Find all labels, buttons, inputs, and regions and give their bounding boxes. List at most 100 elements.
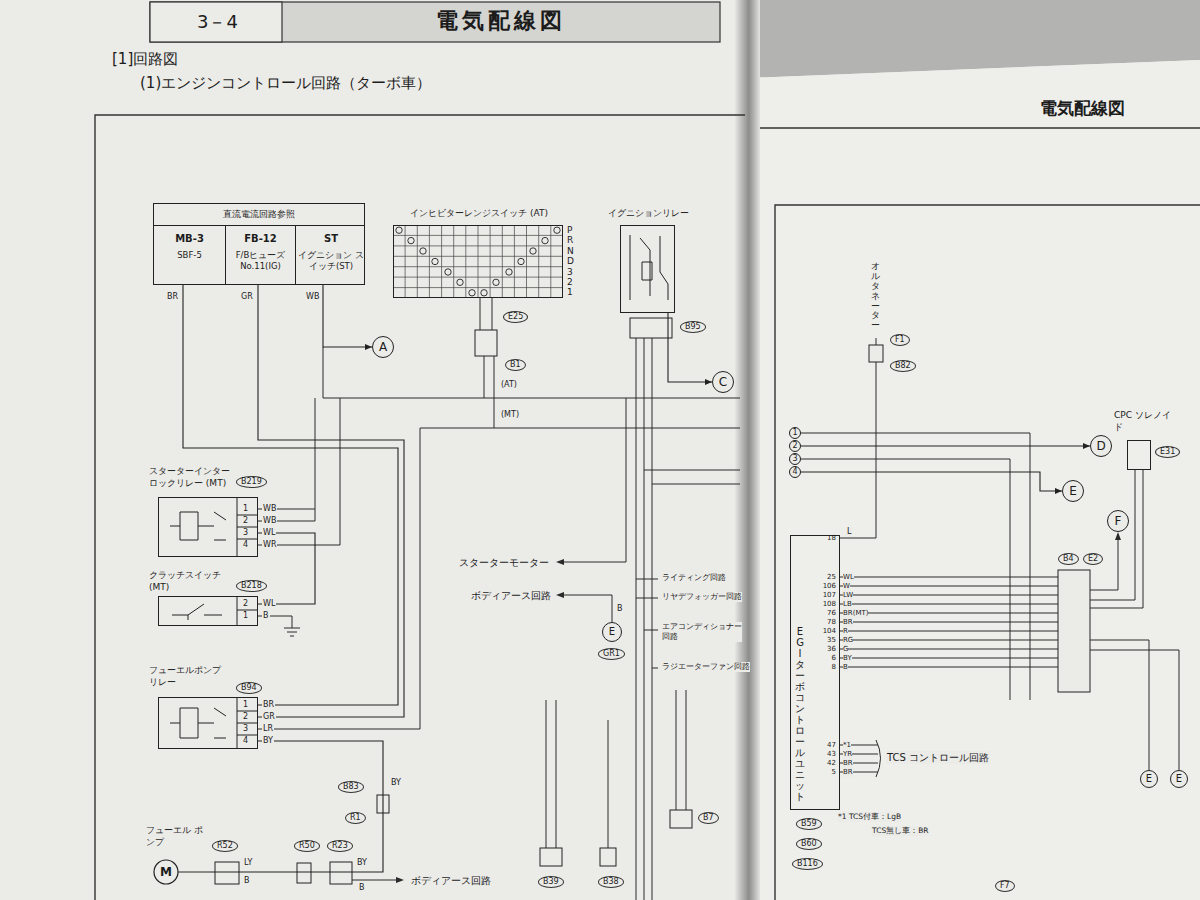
node-text: M (154, 860, 178, 884)
connector-symbol (630, 318, 672, 338)
wire-connector (258, 284, 404, 717)
node-text: A (373, 337, 393, 357)
wire-connector (668, 313, 712, 385)
connector-id: B4 (1058, 553, 1079, 565)
pin-number: 4 (243, 540, 248, 550)
page-title: 電気配線図 (371, 7, 631, 35)
wire-color: BR(MT) (843, 609, 868, 618)
circuit-label: リヤデフォッガー回路 (662, 592, 742, 602)
node-text: フューエルポンプ リレー (149, 664, 229, 688)
node-text: 2 (790, 441, 800, 451)
fuel-pump-symbol: フューエル ポンプM (150, 858, 210, 886)
connector-id: B7 (698, 812, 719, 824)
wire-color: B (843, 663, 848, 672)
wire-path (323, 284, 372, 347)
connector-symbol (869, 345, 883, 362)
wire-color: LR (262, 724, 274, 734)
pin-number: 43 (814, 750, 836, 759)
wire-color: WB (262, 516, 277, 526)
node-text: クラッチスイッチ (MT) (149, 569, 233, 593)
pin-number: 42 (814, 759, 836, 768)
wire-color: WB (305, 292, 320, 302)
range-position: 1 (567, 287, 573, 297)
connector-symbol (330, 862, 352, 884)
contact-dot (408, 237, 414, 243)
contact-dot (493, 279, 499, 285)
wire-color: *1 (843, 741, 851, 750)
connector-id: B94 (236, 682, 262, 694)
connector-symbol (215, 862, 239, 884)
circled-number: 3 (789, 453, 801, 465)
connector-id: B218 (236, 580, 267, 592)
wire-color: BY (390, 778, 402, 788)
circled-number: 1 (789, 427, 801, 439)
pin-number: 104 (814, 627, 836, 636)
wire-color: YR (843, 750, 852, 759)
pin-number: 3 (243, 528, 248, 538)
connector-marker: E (1062, 480, 1084, 502)
wire-color: BY (356, 858, 368, 868)
wire-color: GR (240, 292, 254, 302)
wire-color: B (616, 604, 624, 614)
wire-color: BR (843, 759, 853, 768)
node-text: C (713, 372, 733, 392)
connector-id: B82 (890, 360, 916, 372)
pin-number: 47 (814, 741, 836, 750)
section-heading: [1]回路図 (112, 50, 178, 69)
wire-color: WB (262, 504, 277, 514)
component-label: オルタネーター (871, 262, 880, 331)
wire-path (210, 741, 383, 872)
connector-id: R1 (345, 812, 366, 824)
wires (178, 298, 1179, 900)
node-text: MB-3 (154, 232, 225, 246)
wire-connector (258, 533, 315, 604)
reference-cell: STイグニション スイッチ(ST) (296, 226, 366, 284)
wire-connector (183, 284, 398, 705)
wire-connector (801, 472, 1062, 494)
wire-path (801, 472, 1062, 491)
circuit-label: ラジエーターファン回路 (662, 662, 750, 672)
arrowhead (1083, 443, 1090, 449)
connector-symbol (297, 863, 311, 883)
node-text: 4 (790, 467, 800, 477)
right-page (748, 60, 1200, 900)
contact-dot (518, 258, 524, 264)
circuit-label: スターターモーター (458, 556, 550, 569)
circuit-label: ボディアース回路 (470, 589, 552, 602)
page-heading: 電気配線図 (1040, 98, 1125, 119)
inhibitor-contacts (396, 227, 560, 296)
connector-symbol (540, 848, 562, 866)
connector-marker: A (372, 336, 394, 358)
arrowhead (396, 877, 404, 883)
wire-color: LW (843, 591, 853, 600)
connector-id: B39 (538, 876, 564, 888)
connector-id: E31 (1155, 446, 1180, 458)
node-text: インヒビターレンジスイッチ (AT) (364, 207, 594, 219)
connector-id: R52 (212, 840, 238, 852)
arrowhead (705, 379, 712, 385)
circled-number: 4 (789, 466, 801, 478)
wire-color: BY (843, 654, 852, 663)
wire-color: B (358, 883, 366, 893)
pin-number: 4 (243, 736, 248, 746)
contact-dot (542, 237, 548, 243)
wire-color: B (243, 876, 251, 886)
wire-color: G (843, 645, 848, 654)
connector-marker: E (1140, 770, 1158, 788)
wire-color: W (843, 582, 850, 591)
connector-marker: E (1170, 770, 1188, 788)
contact-dot (530, 248, 536, 254)
node-text: D (1091, 436, 1111, 456)
node-text: E (603, 623, 621, 641)
reference-cell: FB-12F/Bヒューズ No.11(IG) (226, 226, 296, 284)
connector-id: F7 (995, 880, 1015, 892)
wire-path (258, 284, 404, 717)
connector-id: B1 (505, 359, 526, 371)
pin-number: 1 (243, 504, 248, 514)
connector-id: GR1 (598, 648, 625, 660)
pin-number: 78 (814, 618, 836, 627)
pin-number: 25 (814, 573, 836, 582)
